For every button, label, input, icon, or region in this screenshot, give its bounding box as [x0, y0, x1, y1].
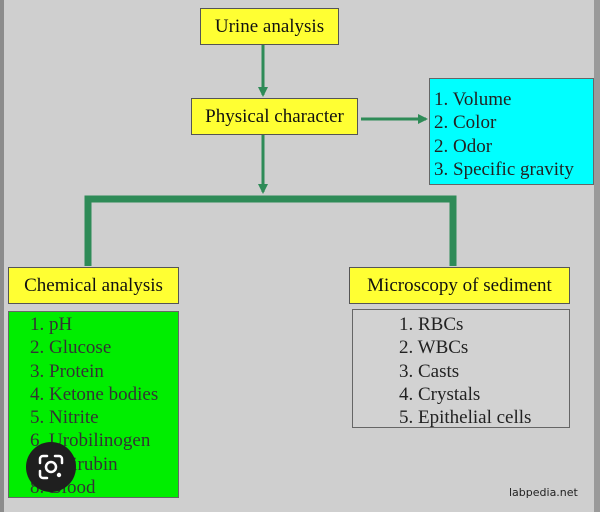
physical-items-list: 1. Volume 2. Color 2. Odor 3. Specific g… [429, 78, 594, 185]
google-lens-button[interactable] [26, 442, 76, 492]
microscopy-box: Microscopy of sediment [349, 267, 570, 304]
list-item: 3. Casts [399, 360, 460, 382]
list-item: 2. WBCs [399, 337, 469, 359]
list-item: 3. Protein [30, 360, 104, 382]
list-item: 1. RBCs [399, 314, 464, 335]
urine-analysis-box: Urine analysis [200, 8, 339, 45]
list-item: 5. Nitrite [30, 407, 99, 429]
frame-right-edge [594, 0, 600, 512]
google-lens-icon [38, 454, 64, 480]
branch-connector [84, 195, 457, 266]
list-item: 2. Odor [434, 135, 493, 157]
source-credit: labpedia.net [509, 486, 578, 499]
frame-left-edge [0, 0, 4, 512]
list-item: 2. Glucose [30, 337, 112, 359]
list-item: 4. Ketone bodies [30, 383, 159, 405]
list-item: 5. Epithelial cells [399, 407, 532, 429]
chemical-analysis-box: Chemical analysis [8, 267, 179, 304]
list-item: 4. Crystals [399, 383, 481, 405]
list-item: 1. pH [30, 314, 73, 335]
physical-character-box: Physical character [191, 98, 358, 135]
list-item: 2. Color [434, 112, 497, 134]
list-item: 3. Specific gravity [434, 158, 574, 180]
microscopy-items-list: 1. RBCs 2. WBCs 3. Casts 4. Crystals 5. … [352, 309, 570, 428]
list-item: 1. Volume [434, 89, 512, 110]
